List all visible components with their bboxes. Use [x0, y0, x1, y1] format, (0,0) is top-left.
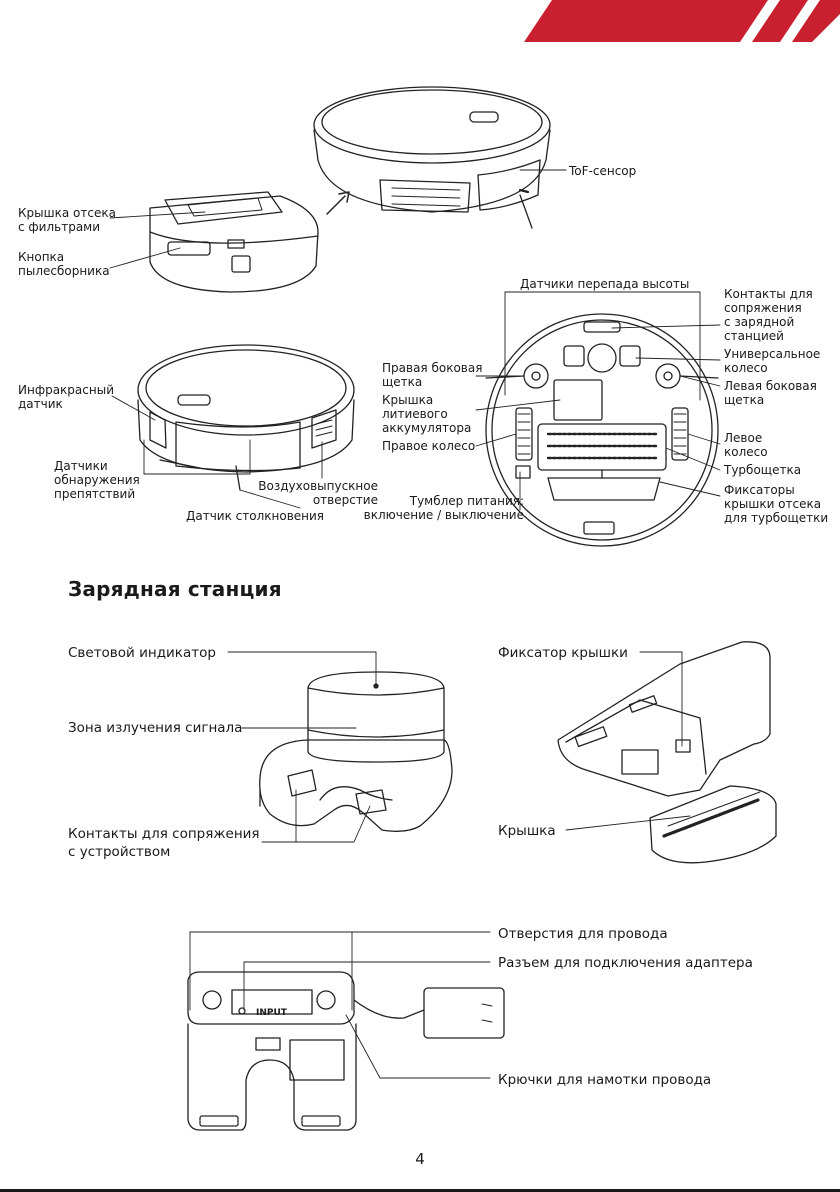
label-obstacle-sensors: Датчики обнаружения препятствий: [54, 459, 140, 501]
label-battery-cover: Крышка литиевого аккумулятора: [382, 393, 472, 435]
label-right-side-brush: Правая боковая щетка: [382, 361, 483, 389]
label-tof-sensor: ToF-сенсор: [569, 164, 637, 178]
label-cover: Крышка: [498, 823, 556, 839]
label-infrared-sensor: Инфракрасный датчик: [18, 383, 114, 411]
label-dustbin-button: Кнопка пылесборника: [18, 250, 110, 278]
station-back: [187, 971, 505, 1131]
label-air-outlet: Воздуховыпускное отверстие: [258, 479, 378, 507]
section-heading: Зарядная станция: [68, 577, 282, 601]
input-marking: INPUT: [256, 1008, 287, 1018]
label-turbo-brush: Турбощетка: [724, 463, 802, 477]
station-front: [259, 671, 453, 832]
label-left-side-brush: Левая боковая щетка: [724, 379, 817, 407]
page-number: 4: [415, 1150, 425, 1168]
robot-front-view: [137, 344, 355, 491]
label-charging-contacts: Контакты для сопряжения с зарядной станц…: [724, 287, 813, 343]
label-cliff-sensors: Датчики перепада высоты: [520, 277, 690, 291]
bottom-rule: [0, 1189, 840, 1192]
brand-stripe-main: [524, 0, 768, 42]
label-right-wheel: Правое колесо: [382, 439, 476, 453]
robot-top-exploded: [313, 86, 551, 229]
label-turbo-latches: Фиксаторы крышки отсека для турбощетки: [724, 483, 829, 525]
label-bump-sensor: Датчик столкновения: [186, 509, 325, 523]
label-device-contacts: Контакты для сопряжения с устройством: [68, 826, 260, 860]
label-cable-holes: Отверстия для провода: [498, 926, 668, 942]
label-signal-zone: Зона излучения сигнала: [68, 720, 243, 736]
label-filter-cover: Крышка отсека с фильтрами: [18, 206, 116, 234]
brand-stripe-mid: [752, 0, 808, 42]
label-power-switch: Тумблер питания: включение / выключение: [363, 494, 524, 522]
label-universal-wheel: Универсальное колесо: [724, 347, 821, 375]
label-adapter-port: Разъем для подключения адаптера: [498, 955, 753, 971]
label-left-wheel: Левое колесо: [724, 431, 768, 459]
dustbin-module: [149, 191, 319, 293]
brand-stripe-end: [792, 0, 840, 42]
leader-lines: [109, 169, 721, 1079]
label-cable-hooks: Крючки для намотки провода: [498, 1072, 712, 1088]
brand-stripes: [524, 0, 840, 42]
label-cover-latch: Фиксатор крышки: [498, 645, 628, 661]
label-light-indicator: Световой индикатор: [68, 645, 216, 661]
station-open: [557, 641, 777, 864]
